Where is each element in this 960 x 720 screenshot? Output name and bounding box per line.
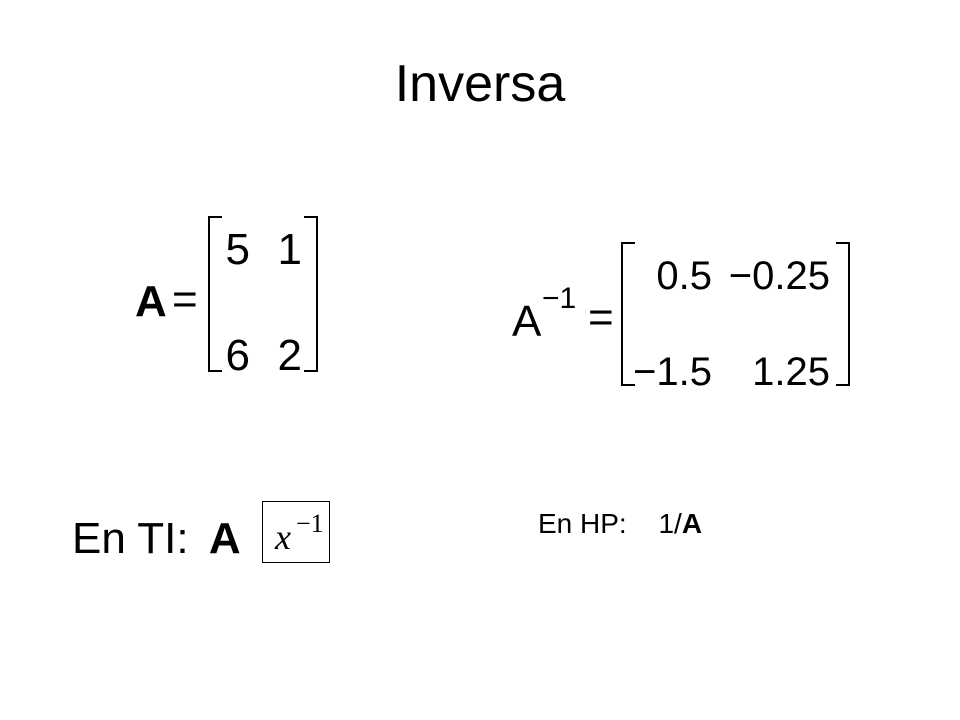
hp-matrix-name: A bbox=[681, 508, 703, 539]
x-inverse-key-superscript: −1 bbox=[296, 509, 324, 538]
matrix-inv-cell: −0.25 bbox=[728, 254, 830, 298]
matrix-a-left-bracket bbox=[208, 216, 222, 372]
matrix-inv-cell: 0.5 bbox=[656, 254, 712, 298]
matrix-inv-left-bracket bbox=[621, 242, 635, 386]
matrix-a-cell: 5 bbox=[225, 225, 250, 274]
ti-label: En TI: bbox=[72, 514, 189, 563]
matrix-a-equals: = bbox=[172, 275, 198, 324]
matrix-inv-equals: = bbox=[588, 293, 614, 342]
matrix-inv-cell: 1.25 bbox=[752, 350, 830, 394]
matrix-a-cell: 1 bbox=[277, 225, 302, 274]
matrix-inv-name: A bbox=[512, 297, 542, 346]
x-inverse-key-base: x bbox=[275, 517, 291, 557]
x-inverse-key-icon: x −1 bbox=[262, 501, 330, 563]
matrix-inv-right-bracket bbox=[836, 242, 850, 386]
ti-matrix-name: A bbox=[208, 514, 241, 563]
hp-instruction: En HP: 1/A bbox=[538, 510, 702, 538]
ti-instruction: En TI: A bbox=[72, 517, 241, 561]
hp-prefix: 1/ bbox=[658, 508, 682, 539]
matrix-inv-superscript: −1 bbox=[542, 282, 577, 315]
hp-label: En HP: bbox=[538, 508, 627, 539]
matrix-a-cell: 2 bbox=[277, 331, 302, 380]
matrix-a-name: A bbox=[135, 277, 167, 326]
matrix-a-right-bracket bbox=[304, 216, 318, 372]
matrix-a-cell: 6 bbox=[225, 331, 250, 380]
page-title: Inversa bbox=[394, 55, 566, 113]
matrix-inv-cell: −1.5 bbox=[633, 350, 712, 394]
